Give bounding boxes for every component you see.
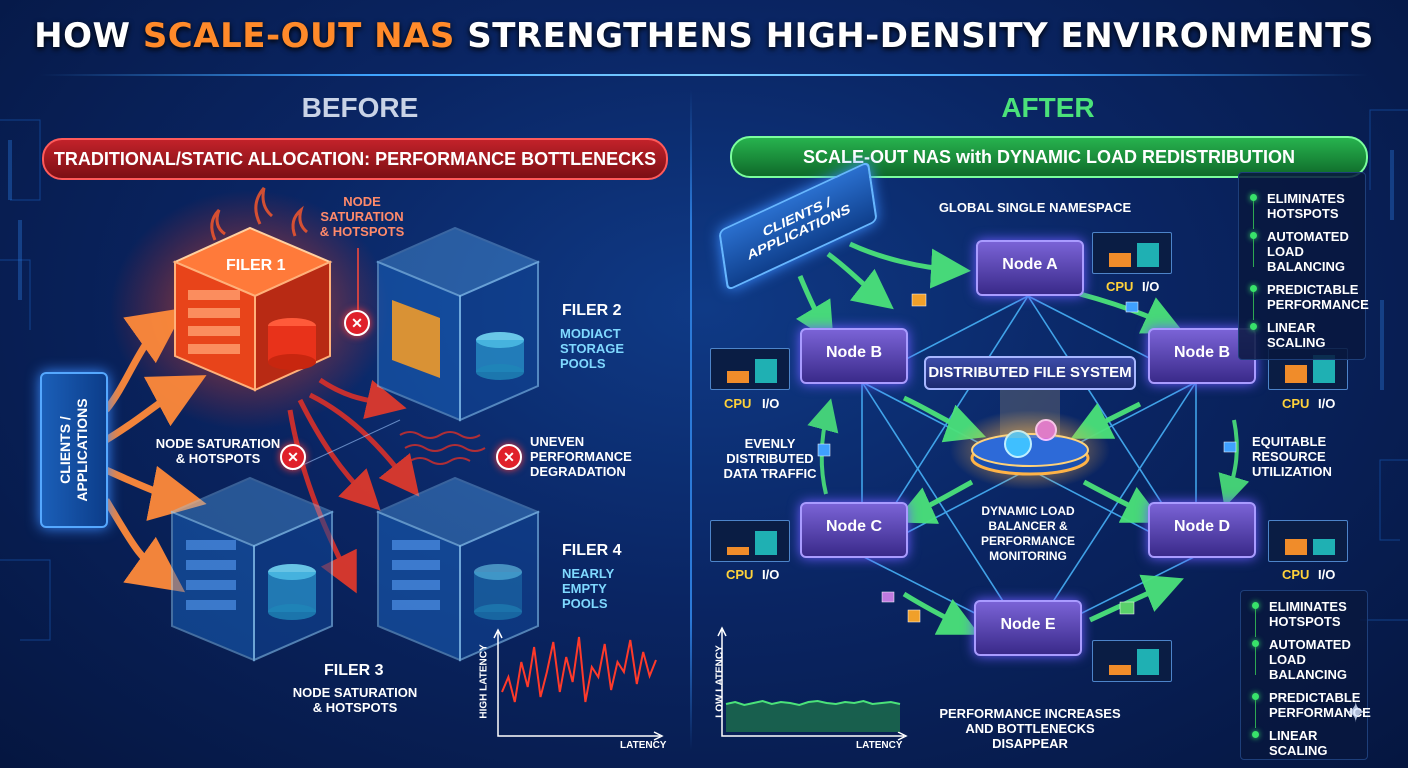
left-saturation-note: NODE SATURATION & HOTSPOTS	[155, 436, 281, 466]
filer2-note: MODIACT STORAGE POOLS	[560, 326, 625, 371]
x-mark-icon: ✕	[496, 444, 522, 470]
after-chart-xlabel: LATENCY	[856, 740, 903, 751]
before-latency-line	[501, 636, 657, 703]
namespace-label: GLOBAL SINGLE NAMESPACE	[938, 200, 1132, 215]
benefit-item: LINEAR SCALING	[1239, 320, 1365, 350]
before-chart-xlabel: LATENCY	[620, 740, 667, 751]
before-chart-ylabel: HIGH LATENCY	[478, 644, 490, 719]
io-label: I/O	[1318, 567, 1336, 582]
performance-note: PERFORMANCE INCREASES AND BOTTLENECKS DI…	[939, 706, 1121, 751]
benefits-panel-bottom: ELIMINATES HOTSPOTS AUTOMATED LOAD BALAN…	[1240, 590, 1371, 760]
filer1-label: FILER 1	[226, 257, 286, 274]
io-label: I/O	[1318, 396, 1336, 411]
cpu-label: CPU	[726, 567, 754, 582]
cpu-label: CPU	[1106, 279, 1134, 294]
node-d: Node D	[1148, 502, 1256, 558]
cpu-label: CPU	[724, 396, 752, 411]
before-clients-applications: CLIENTS / APPLICATIONS	[40, 372, 108, 528]
equitable-utilization-note: EQUITABLE RESOURCE UTILIZATION	[1252, 434, 1332, 479]
benefit-item: ELIMINATES HOTSPOTS	[1241, 599, 1367, 637]
cpu-label: CPU	[1282, 567, 1310, 582]
benefit-item: PREDICTABLE PERFORMANCE	[1239, 282, 1369, 320]
after-latency-line	[725, 699, 901, 707]
io-label: I/O	[762, 567, 780, 582]
filer4-note: NEARLY EMPTY POOLS	[562, 566, 615, 611]
after-heading: AFTER	[1001, 92, 1095, 123]
node-a: Node A	[976, 240, 1084, 296]
node-b-left: Node B	[800, 328, 908, 384]
filer3-note: NODE SATURATION & HOTSPOTS	[292, 685, 418, 715]
filer2-label: FILER 2	[562, 302, 622, 319]
filer3-label: FILER 3	[324, 662, 384, 679]
distributed-file-system: DISTRIBUTED FILE SYSTEM	[924, 356, 1136, 390]
before-heading: BEFORE	[301, 92, 419, 123]
node-b-left-mini-chart	[710, 348, 790, 390]
benefit-item: LINEAR SCALING	[1241, 728, 1367, 758]
benefits-panel-top: ELIMINATES HOTSPOTS AUTOMATED LOAD BALAN…	[1238, 172, 1369, 360]
benefit-item: AUTOMATED LOAD BALANCING	[1241, 637, 1367, 682]
node-c-mini-chart	[710, 520, 790, 562]
cpu-label: CPU	[1282, 396, 1310, 411]
after-latency-area	[726, 701, 900, 732]
page-title: HOW SCALE-OUT NAS STRENGTHENS HIGH-DENSI…	[34, 16, 1374, 56]
filer4-label: FILER 4	[562, 542, 622, 559]
before-banner: TRADITIONAL/STATIC ALLOCATION: PERFORMAN…	[42, 138, 668, 180]
benefit-item: PREDICTABLE PERFORMANCE	[1241, 690, 1371, 728]
top-saturation-note: NODE SATURATION & HOTSPOTS	[319, 194, 405, 239]
node-d-mini-chart	[1268, 520, 1348, 562]
uneven-degradation-note: UNEVEN PERFORMANCE DEGRADATION	[530, 434, 632, 479]
node-c: Node C	[800, 502, 908, 558]
after-banner: SCALE-OUT NAS with DYNAMIC LOAD REDISTRI…	[730, 136, 1368, 178]
sparkle-icon: ✦	[1344, 697, 1368, 728]
io-label: I/O	[762, 396, 780, 411]
node-e: Node E	[974, 600, 1082, 656]
after-chart-ylabel: LOW LATENCY	[714, 645, 726, 718]
center-divider	[690, 90, 692, 750]
node-a-mini-chart	[1092, 232, 1172, 274]
node-e-mini-chart	[1092, 640, 1172, 682]
benefit-item: AUTOMATED LOAD BALANCING	[1239, 229, 1365, 274]
evenly-distributed-note: EVENLY DISTRIBUTED DATA TRAFFIC	[723, 436, 817, 481]
title-divider	[40, 74, 1368, 76]
io-label: I/O	[1142, 279, 1160, 294]
x-mark-icon: ✕	[280, 444, 306, 470]
benefit-item: ELIMINATES HOTSPOTS	[1239, 191, 1365, 229]
load-balancer-label: DYNAMIC LOAD BALANCER & PERFORMANCE MONI…	[980, 504, 1075, 563]
x-mark-icon: ✕	[344, 310, 370, 336]
